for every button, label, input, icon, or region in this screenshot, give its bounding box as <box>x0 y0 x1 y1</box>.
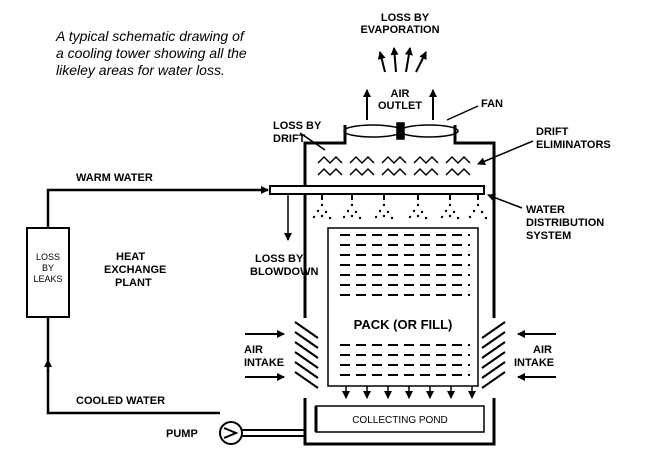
cooled-water-label: COOLED WATER <box>76 395 165 407</box>
fan-leader <box>446 105 479 121</box>
leaks-label-1: LOSS <box>36 252 60 262</box>
water-distribution-spray <box>312 203 488 220</box>
air-intake-left-label-2: INTAKE <box>244 357 284 369</box>
evaporation-arrows <box>377 47 427 73</box>
air-outlet-label-2: OUTLET <box>378 100 422 112</box>
air-intake-right-label-1: AIR <box>533 344 552 356</box>
evaporation-label-1: LOSS BY <box>381 12 430 24</box>
water-distribution-label-2: DISTRIBUTION <box>526 217 604 229</box>
drift-label-2: DRIFT <box>273 133 306 145</box>
right-louvres <box>481 321 506 389</box>
pack-water-lines <box>340 234 470 376</box>
spray-nozzles <box>321 194 479 200</box>
warm-water-label: WARM WATER <box>76 172 153 184</box>
cooled-water-pipe <box>44 317 220 415</box>
pack-label: PACK (OR FILL) <box>354 317 453 332</box>
leaks-label-3: LEAKS <box>33 274 62 284</box>
evaporation-label-2: EVAPORATION <box>360 24 439 36</box>
collecting-pond <box>303 398 496 446</box>
air-outlet-arrows <box>363 89 437 120</box>
drift-eliminators-leader <box>477 140 534 165</box>
fan-label: FAN <box>481 98 503 110</box>
pond-water <box>315 405 485 433</box>
air-intake-right-arrows <box>517 330 556 381</box>
caption-line-2: a cooling tower showing all the <box>56 45 247 61</box>
blowdown-label-1: LOSS BY <box>255 253 304 265</box>
air-intake-left-label-1: AIR <box>244 344 263 356</box>
pump-label: PUMP <box>166 428 198 440</box>
air-intake-right-label-2: INTAKE <box>514 357 554 369</box>
leaks-label-2: BY <box>42 263 54 273</box>
pack-fill <box>327 227 479 387</box>
drip-arrows <box>342 386 476 399</box>
air-intake-left-arrows <box>245 330 285 381</box>
caption-line-3: likeley areas for water loss. <box>56 62 225 78</box>
drift-eliminators <box>317 155 471 177</box>
caption-line-1: A typical schematic drawing of <box>55 28 246 44</box>
drift-label-1: LOSS BY <box>273 120 322 132</box>
drift-eliminators-label-2: ELIMINATORS <box>536 139 611 151</box>
distribution-header <box>269 185 485 195</box>
pump-icon <box>219 421 305 445</box>
left-louvres <box>294 321 319 389</box>
water-distribution-leader <box>487 193 523 209</box>
warm-water-pipe <box>46 186 269 228</box>
drift-eliminators-label-1: DRIFT <box>536 126 569 138</box>
heat-plant-label-1: HEAT <box>116 251 145 263</box>
tower-outline <box>303 125 496 318</box>
water-distribution-label-3: SYSTEM <box>526 230 571 242</box>
water-distribution-label-1: WATER <box>526 204 565 216</box>
caption: A typical schematic drawing of a cooling… <box>55 28 247 78</box>
air-outlet-label-1: AIR <box>391 88 410 100</box>
heat-plant-label-2: EXCHANGE <box>104 264 166 276</box>
heat-plant-label-3: PLANT <box>115 277 152 289</box>
collecting-pond-label: COLLECTING POND <box>352 415 448 426</box>
fan-icon <box>343 122 459 140</box>
blowdown-label-2: BLOWDOWN <box>250 266 318 278</box>
